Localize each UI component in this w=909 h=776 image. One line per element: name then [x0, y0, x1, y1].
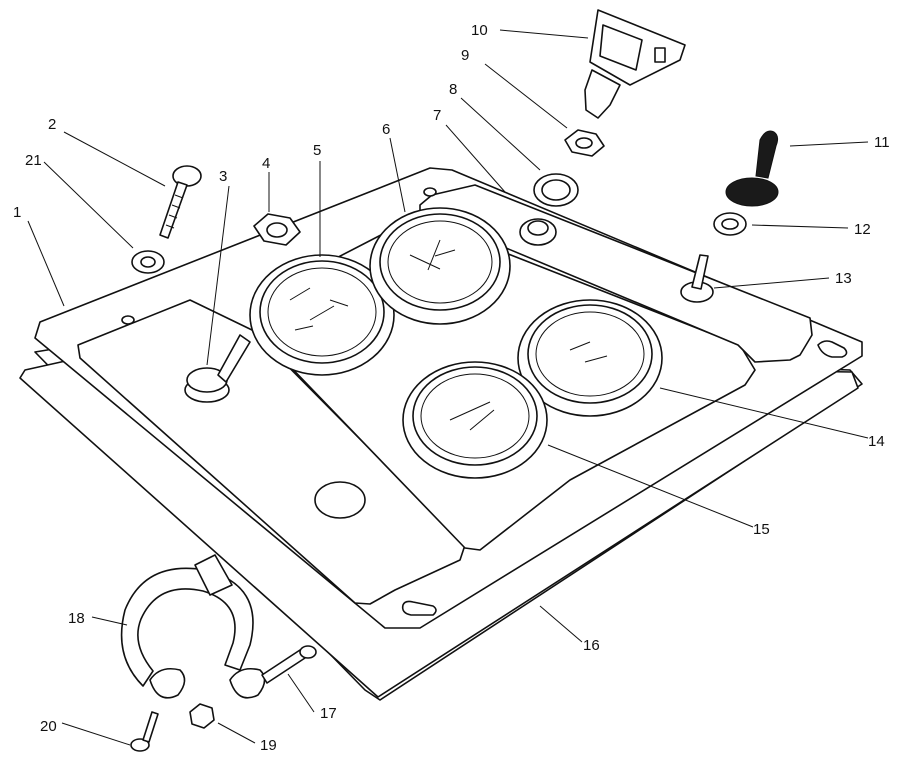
callout-labels: 1 2 3 4 5 6 7 8 9 10 11 12 13 14 15 16 1…	[13, 22, 890, 754]
callout-14: 14	[868, 433, 885, 450]
gauge-15	[402, 361, 548, 479]
gauge-5	[249, 254, 395, 376]
screw-17	[261, 645, 317, 684]
nut-4	[253, 213, 301, 246]
key-10	[584, 9, 686, 119]
callout-21: 21	[25, 152, 42, 169]
gauge-14	[517, 299, 663, 417]
leader-lines	[27, 29, 869, 746]
callout-16: 16	[583, 637, 600, 654]
callout-15: 15	[753, 521, 770, 538]
clamp-18	[120, 554, 266, 699]
callout-2: 2	[48, 116, 56, 133]
callout-8: 8	[449, 81, 457, 98]
callout-13: 13	[835, 270, 852, 287]
nut-9	[564, 129, 605, 157]
callout-4: 4	[262, 155, 270, 172]
callout-11: 11	[874, 134, 890, 151]
callout-17: 17	[320, 705, 337, 722]
toggle-boot-11	[725, 130, 779, 207]
callout-18: 18	[68, 610, 85, 627]
callout-12: 12	[854, 221, 871, 238]
callout-10: 10	[471, 22, 488, 39]
callout-9: 9	[461, 47, 469, 64]
grommet-7	[519, 218, 557, 246]
callout-20: 20	[40, 718, 57, 735]
screw-20	[130, 711, 159, 752]
callout-5: 5	[313, 142, 321, 159]
bolt-2	[159, 165, 202, 239]
washer-21	[131, 250, 165, 274]
callout-19: 19	[260, 737, 277, 754]
callout-1: 1	[13, 204, 21, 221]
callout-7: 7	[433, 107, 441, 124]
callout-6: 6	[382, 121, 390, 138]
nut-12	[713, 212, 747, 236]
gauge-6	[369, 207, 511, 325]
toggle-switch-13	[680, 254, 714, 303]
callout-3: 3	[219, 168, 227, 185]
nut-19	[189, 703, 215, 729]
toggle-switch-3	[184, 334, 251, 403]
washer-8	[533, 173, 579, 207]
